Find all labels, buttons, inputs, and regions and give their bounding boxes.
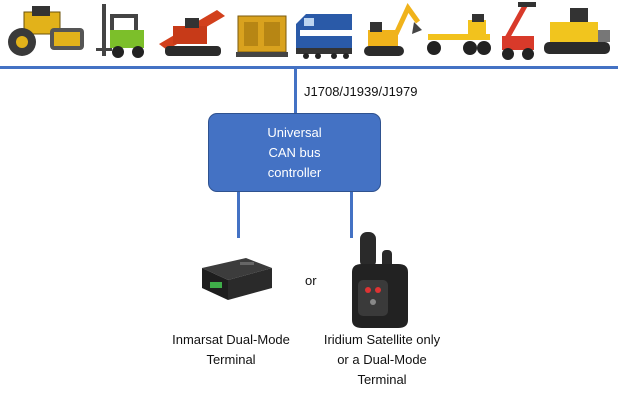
iridium-caption-line3: Terminal	[357, 372, 407, 387]
motor-grader-icon	[427, 14, 491, 55]
bus-protocol-label: J1708/J1939/J1979	[304, 84, 418, 99]
inmarsat-caption-line2: Terminal	[206, 352, 256, 367]
inmarsat-terminal-icon	[202, 258, 272, 300]
reach-stacker-icon	[502, 2, 536, 60]
iridium-terminal-caption: Iridium Satellite only or a Dual-Mode Te…	[312, 330, 452, 390]
road-roller-icon	[8, 6, 84, 56]
locomotive-icon	[296, 14, 352, 59]
equipment-strip	[0, 0, 618, 68]
forklift-icon	[96, 4, 144, 58]
controller-to-inmarsat-wire	[237, 192, 240, 238]
controller-label-line1: Universal	[267, 124, 322, 140]
iridium-caption-line1: Iridium Satellite only	[323, 332, 441, 347]
iridium-terminal-icon	[352, 232, 408, 328]
controller-label-line2: CAN bus	[268, 144, 321, 160]
or-connector-label: or	[305, 273, 317, 288]
controller-to-iridium-wire	[350, 192, 353, 238]
bus-to-controller-wire	[294, 68, 297, 114]
can-bus-controller-box: Universal CAN bus controller	[208, 113, 381, 192]
inmarsat-caption-line1: Inmarsat Dual-Mode	[172, 332, 290, 347]
controller-label-line3: controller	[267, 164, 322, 180]
asphalt-paver-icon	[544, 8, 610, 54]
inmarsat-terminal-caption: Inmarsat Dual-Mode Terminal	[166, 330, 296, 370]
horizontal-drill-icon	[159, 10, 225, 56]
excavator-icon	[364, 3, 422, 56]
iridium-caption-line2: or a Dual-Mode	[337, 352, 427, 367]
generator-icon	[236, 15, 288, 57]
vehicle-bus-line	[0, 66, 618, 69]
